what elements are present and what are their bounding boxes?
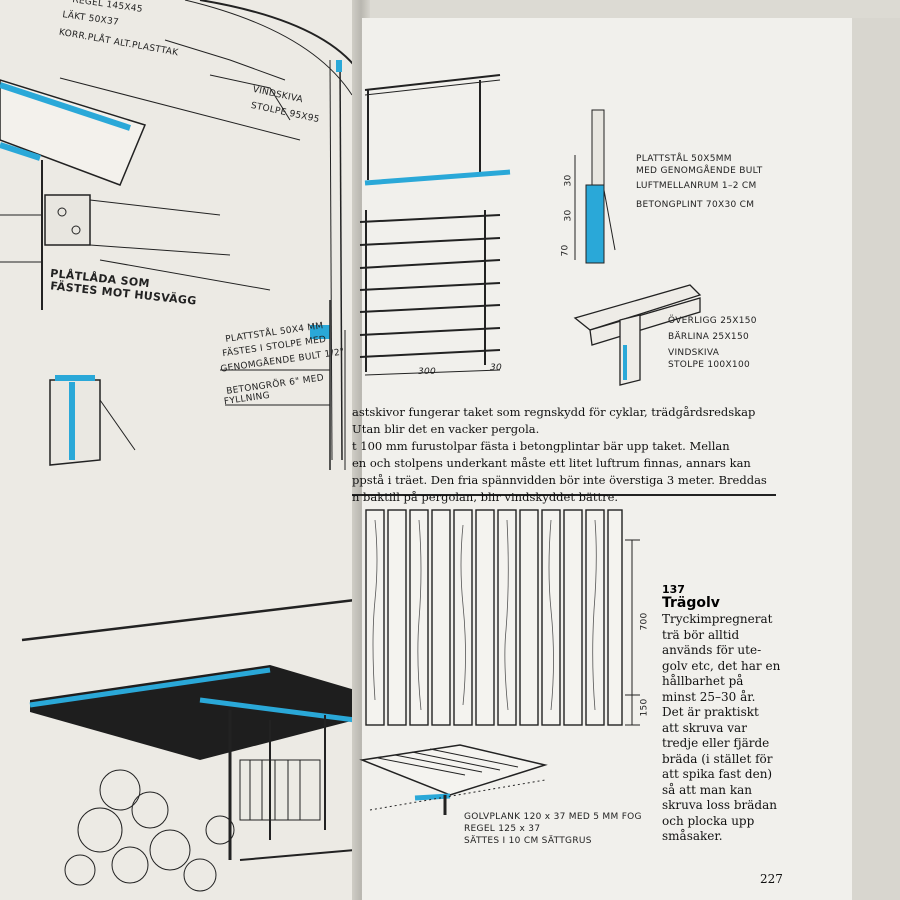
body-line: Utan blir det en vacker pergola. [352,422,540,436]
label-golvplank: GOLVPLANK 120 x 37 MED 5 MM FOG [464,812,642,822]
section-line: och plocka upp [662,813,755,828]
body-text: astskivor fungerar taket som regnskydd f… [352,404,792,506]
section-line: tredje eller fjärde [662,736,770,750]
section-line: minst 25–30 år. [662,689,756,704]
section-line: golv etc, det har en [662,658,781,673]
section-title: Trägolv [662,595,720,611]
label-vindskiva-right: VINDSKIVA [668,348,720,358]
section-line: Tryckimpregnerat [662,612,773,626]
label-plattstal-right-2: MED GENOMGÅENDE BULT [636,166,763,176]
label-sattes: SÄTTES I 10 CM SÄTTGRUS [464,836,592,846]
label-betongplint: BETONGPLINT 70X30 CM [636,200,755,210]
label-plattstal-right-1: PLATTSTÅL 50X5MM [636,154,732,164]
body-line: astskivor fungerar taket som regnskydd f… [352,405,756,419]
label-stolpe-right: STOLPE 100X100 [668,360,751,370]
body-line: ppstå i träet. Den fria spännvidden bör … [352,473,767,487]
dim-150: 150 [639,698,650,717]
section-line: småsaker. [662,829,723,843]
section-line: Det är praktiskt [662,705,759,719]
section-line: skruva loss brädan [662,798,777,812]
body-line: t 100 mm furustolpar fästa i betongplint… [352,439,730,453]
label-overligg: ÖVERLIGG 25X150 [668,316,757,326]
dim-30: 30 [490,363,503,373]
section-line: bräda (i stället för [662,751,773,766]
vertical-boards [365,509,623,726]
section-line: används för ute- [662,643,762,657]
dim-post-30b: 30 [563,209,574,222]
page-number: 227 [760,872,783,886]
label-barlina: BÄRLINA 25X150 [668,332,749,342]
label-luftmellanrum: LUFTMELLANRUM 1–2 CM [636,181,757,191]
body-line: en och stolpens underkant måste ett lite… [352,456,751,470]
dim-post-70: 70 [560,244,571,257]
left-illustration [0,0,359,892]
left-page: REGEL 145X45 LÄKT 50X37 KORR.PLÅT ALT.PL… [0,0,362,900]
section-body: Tryckimpregnerat trä bör alltid används … [662,612,812,845]
section-line: trä bör alltid [662,627,740,642]
dim-300: 300 [418,367,437,377]
section-line: att skruva var [662,720,747,735]
section-line: så att man kan [662,782,752,797]
section-number: 137 [662,583,685,596]
section-line: att spika fast den) [662,767,773,781]
dim-post-30a: 30 [563,174,574,187]
dim-700: 700 [639,612,650,631]
body-line: n baktill på pergolan, blir vindskyddet … [352,490,619,504]
page-edge [845,18,900,900]
label-regel-right: REGEL 125 x 37 [464,824,541,834]
section-line: hållbarhet på [662,674,744,688]
